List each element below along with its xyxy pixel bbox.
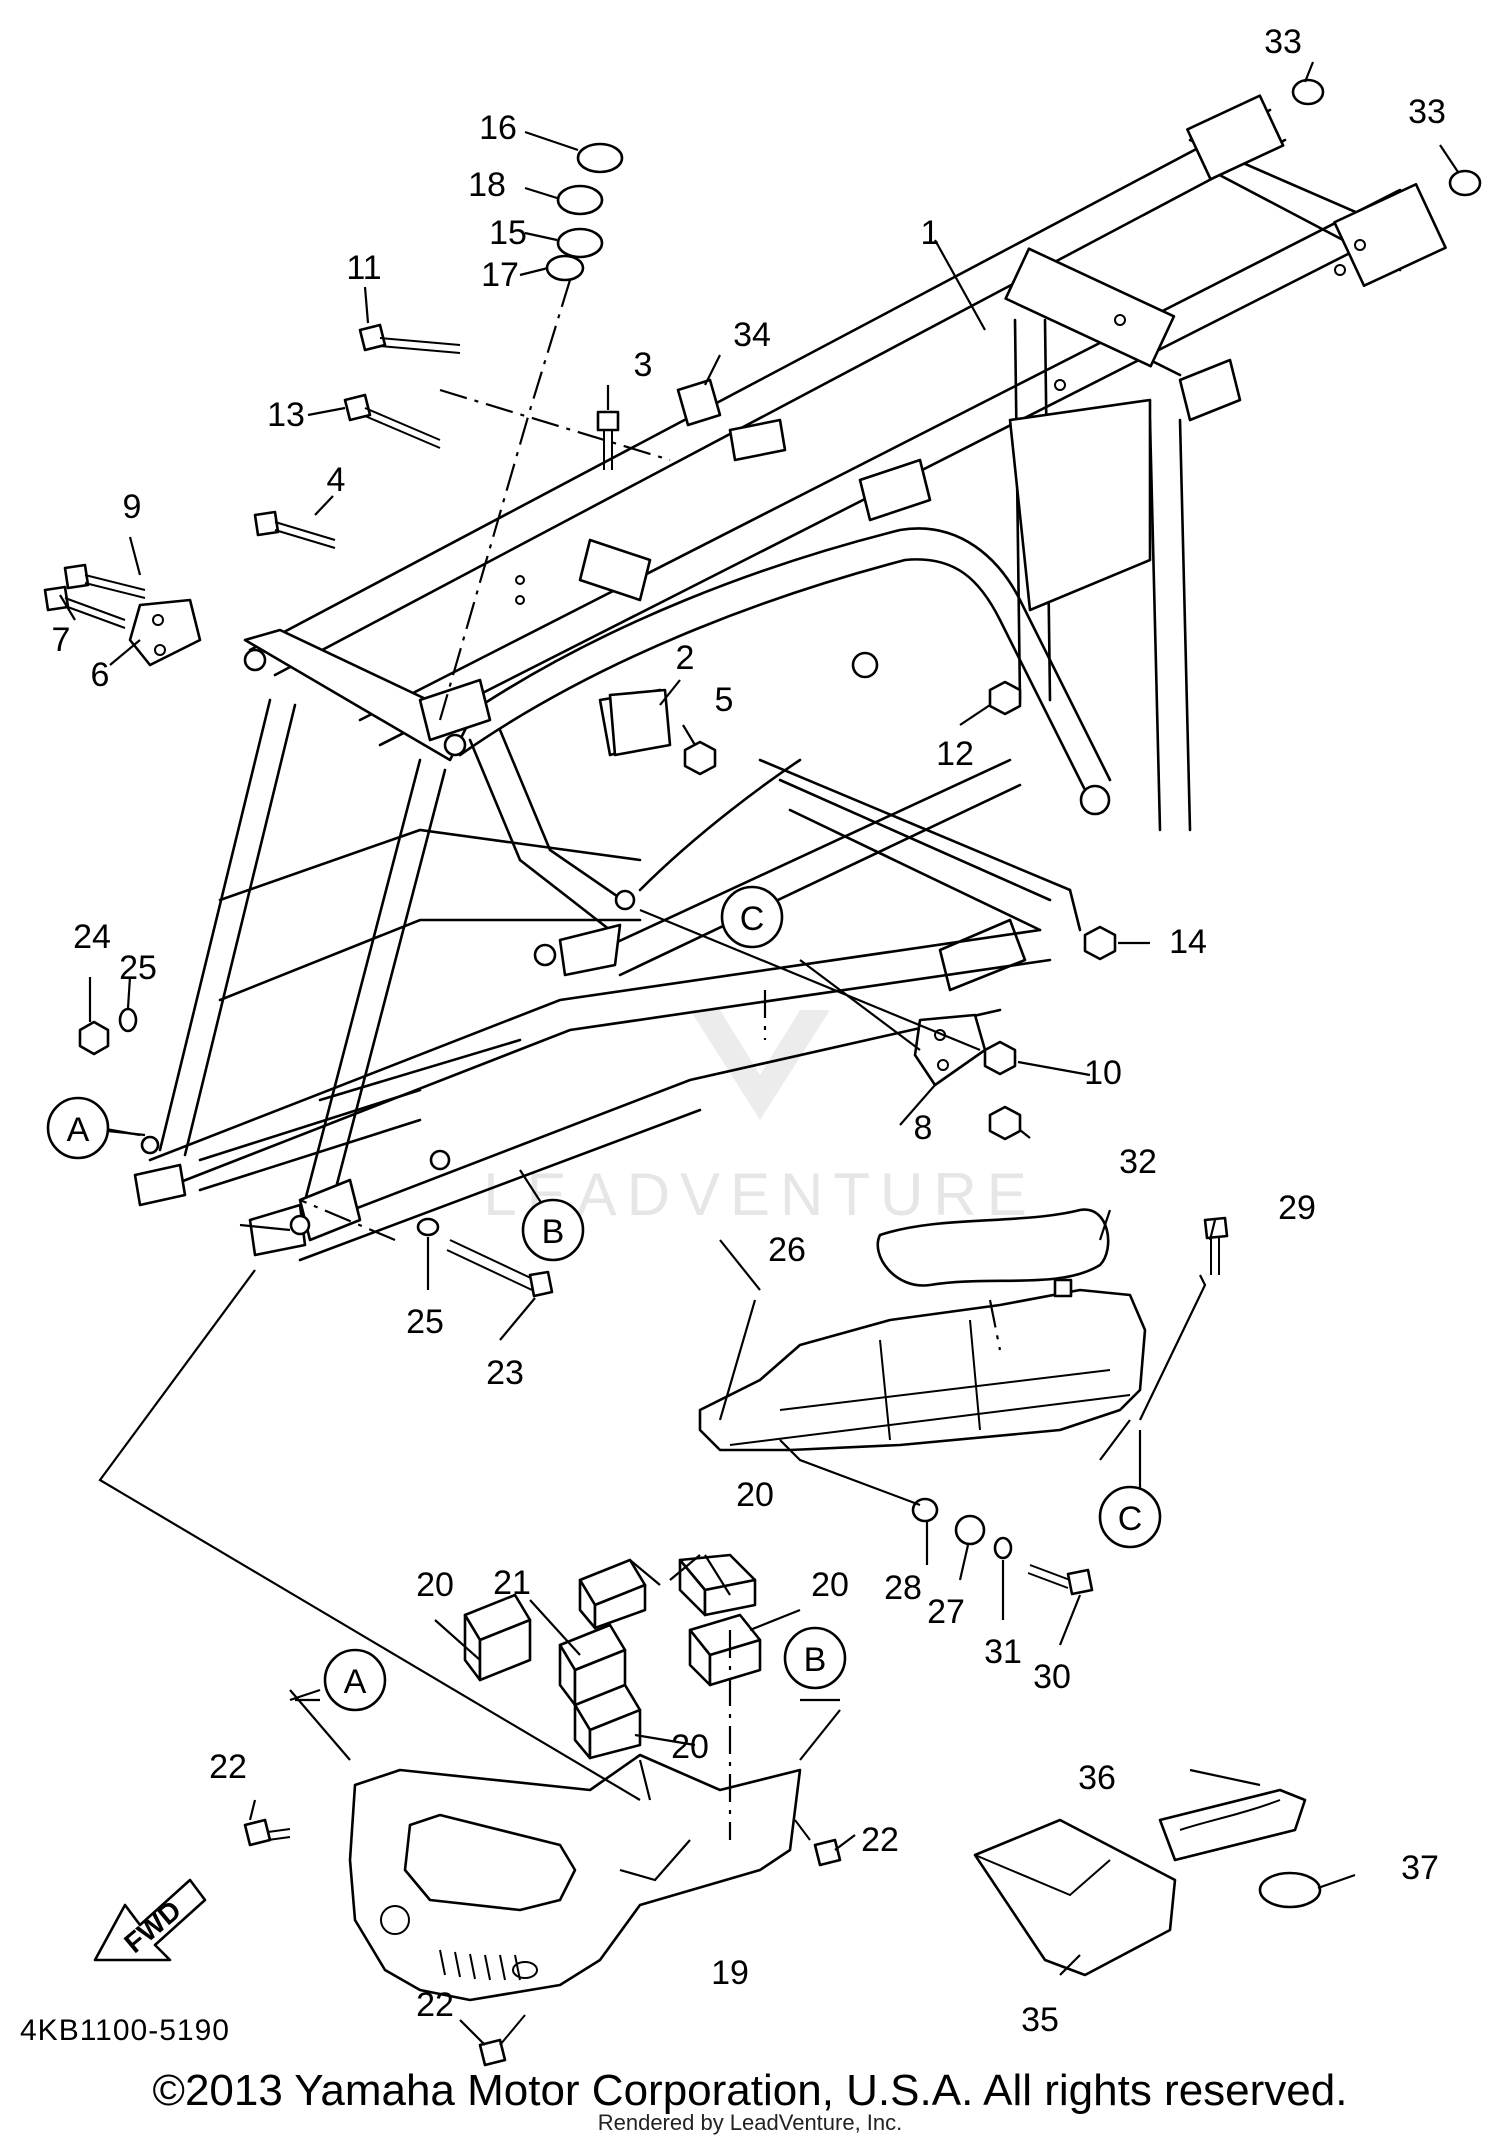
heat-shield-group <box>698 1208 1229 1596</box>
callout-19: 19 <box>711 1954 749 1992</box>
callout-2: 2 <box>676 639 695 677</box>
callout-6-left: 6 <box>91 656 110 694</box>
ref-letter-b-top: B <box>542 1213 565 1251</box>
callout-5: 5 <box>715 681 734 719</box>
callout-12: 12 <box>936 735 974 773</box>
callout-34: 34 <box>733 316 771 354</box>
callout-35: 35 <box>1021 2001 1059 2039</box>
leader-lines <box>59 61 1459 2046</box>
callout-16: 16 <box>479 109 517 147</box>
callout-9: 9 <box>123 488 142 526</box>
callout-labels: 1 2 3 4 5 6 7 8 9 10 11 12 13 14 15 16 1… <box>52 23 1446 2039</box>
ref-circle-c-bottom: C <box>1098 1485 1162 1549</box>
callout-7: 7 <box>52 621 71 659</box>
callout-17: 17 <box>481 256 519 294</box>
callout-8: 8 <box>914 1109 933 1147</box>
callout-25-top: 25 <box>119 949 157 987</box>
ref-circle-a-top: A <box>46 1096 110 1160</box>
skid-plate-group <box>243 1553 842 2067</box>
callout-15: 15 <box>489 214 527 252</box>
callout-22-left: 22 <box>209 1748 247 1786</box>
callout-14: 14 <box>1169 923 1207 961</box>
hardware-group <box>43 78 1482 1298</box>
callout-21: 21 <box>493 1564 531 1602</box>
ref-letter-a-bottom: A <box>344 1663 367 1701</box>
ref-letter-b-bottom: B <box>804 1641 827 1679</box>
callout-37: 37 <box>1401 1849 1439 1887</box>
callout-1: 1 <box>921 214 940 252</box>
ref-circle-b-bottom: B <box>783 1626 847 1690</box>
copyright-notice: ©2013 Yamaha Motor Corporation, U.S.A. A… <box>153 2066 1348 2115</box>
callout-32: 32 <box>1119 1143 1157 1181</box>
callout-30: 30 <box>1033 1658 1071 1696</box>
callout-13: 13 <box>267 396 305 434</box>
rendered-by-notice: Rendered by LeadVenture, Inc. <box>598 2110 903 2135</box>
callout-28: 28 <box>884 1569 922 1607</box>
callout-31: 31 <box>984 1633 1022 1671</box>
callout-29: 29 <box>1278 1189 1316 1227</box>
callout-20-b: 20 <box>736 1476 774 1514</box>
callout-4: 4 <box>327 461 346 499</box>
callout-24: 24 <box>73 918 111 956</box>
leadventure-watermark: LEADVENTURE <box>483 1010 1027 1228</box>
callout-20-a: 20 <box>416 1566 454 1604</box>
callout-22-right: 22 <box>861 1821 899 1859</box>
ref-circle-c-top: C <box>720 885 784 949</box>
callout-10: 10 <box>1084 1054 1122 1092</box>
accessories-group <box>973 1788 1322 1977</box>
ref-letter-c-top: C <box>740 900 765 938</box>
callout-11: 11 <box>346 249 381 287</box>
callout-20-c: 20 <box>811 1566 849 1604</box>
callout-23: 23 <box>486 1354 524 1392</box>
fwd-direction-arrow: FWD <box>93 1878 207 1962</box>
diagram-code: 4KB1100-5190 <box>20 2014 230 2047</box>
callout-25-bottom: 25 <box>406 1303 444 1341</box>
dampers <box>463 1553 762 1760</box>
ref-letter-c-bottom: C <box>1118 1500 1143 1538</box>
callout-22-bottom: 22 <box>416 1986 454 2024</box>
ref-letter-a-top: A <box>67 1111 90 1149</box>
callout-3: 3 <box>634 346 653 384</box>
callout-26: 26 <box>768 1231 806 1269</box>
ref-circle-a-bottom: A <box>323 1648 387 1712</box>
callout-33-left: 33 <box>1264 23 1302 61</box>
callout-36: 36 <box>1078 1759 1116 1797</box>
callout-18: 18 <box>468 166 506 204</box>
callout-33-right: 33 <box>1408 93 1446 131</box>
callout-20-d: 20 <box>671 1728 709 1766</box>
ref-circle-b-top: B <box>521 1198 585 1262</box>
frame-assembly <box>133 94 1447 1262</box>
callout-27: 27 <box>927 1593 965 1631</box>
